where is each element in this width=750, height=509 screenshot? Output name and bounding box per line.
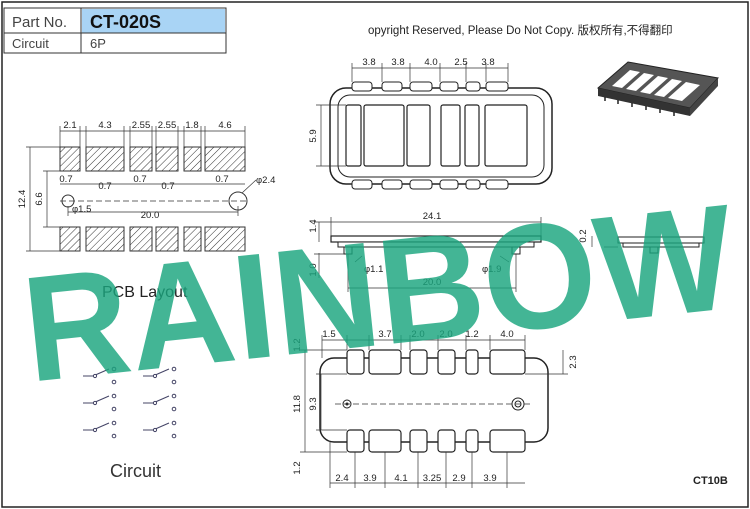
pcb-hole-left-dim: φ1.5: [72, 204, 91, 215]
top-view-dim: 4.0: [424, 57, 437, 68]
pcb-pad: [204, 226, 246, 252]
bottom-view-top-dim: 2.0: [411, 329, 424, 340]
pcb-pad: [183, 226, 202, 252]
side-view-thickness-dim: 0.2: [578, 229, 589, 242]
side-view-span-dim: 20.0: [423, 277, 442, 288]
top-view-dim: 3.8: [391, 57, 404, 68]
bottom-view-bottom-dim: 3.9: [363, 473, 376, 484]
side-view: 24.1 20.0 1.4 1.0 φ1.1 φ1.9 0.2: [308, 211, 705, 292]
top-view-dim: 3.8: [481, 57, 494, 68]
pcb-layout-view: 2.1 4.3 2.55 2.55 1.8 4.6 0.7 0.7 0.7 0.…: [17, 120, 275, 301]
side-view-height-dim: 1.4: [308, 219, 319, 232]
part-no-highlight: [82, 9, 225, 33]
bottom-view-left-total-dim: 11.8: [292, 395, 303, 413]
bottom-view-bottom-dim: 2.9: [452, 473, 465, 484]
bottom-view-bottom-dim: 3.25: [423, 473, 442, 484]
pcb-top-dim: 2.55: [132, 120, 151, 131]
top-view-dim: 2.5: [454, 57, 467, 68]
pcb-gap-dim: 0.7: [98, 181, 111, 192]
pcb-pad: [129, 226, 153, 252]
pcb-pad: [85, 226, 125, 252]
pcb-gap-dim: 0.7: [59, 174, 72, 185]
pcb-height-total-dim: 12.4: [17, 190, 28, 209]
component-3d-thumbnail: [596, 61, 719, 116]
bottom-view-left-bottom-dim: 1.2: [292, 461, 303, 474]
switch-symbol: [143, 393, 177, 412]
bottom-view-left-inner-dim: 9.3: [308, 397, 319, 410]
bottom-view-right-dim: 2.3: [568, 355, 579, 368]
pcb-gap-dim: 0.7: [133, 174, 146, 185]
pcb-height-inner-dim: 6.6: [34, 192, 45, 205]
circuit-diagram: [83, 366, 177, 439]
pcb-top-dim: 4.3: [98, 120, 111, 131]
side-view-hole-left-dim: φ1.1: [364, 264, 383, 275]
bottom-view-bottom-dim: 2.4: [335, 473, 348, 484]
bottom-view-top-dim: 1.5: [322, 329, 335, 340]
pcb-pad: [204, 146, 246, 172]
bottom-view-bottom-dim: 4.1: [394, 473, 407, 484]
side-view-hole-right-dim: φ1.9: [482, 264, 501, 275]
pcb-layout-title: PCB Layout: [102, 284, 188, 301]
bottom-view: 1.5 3.7 2.0 2.0 1.2 4.0 2.4 3.9 4.1 3.25…: [292, 329, 579, 488]
pcb-pad: [59, 146, 81, 172]
pcb-pad: [155, 226, 179, 252]
switch-symbol: [143, 420, 177, 439]
pcb-pad: [155, 146, 179, 172]
bottom-view-top-dim: 3.7: [378, 329, 391, 340]
pcb-top-dim: 2.1: [63, 120, 76, 131]
switch-symbol: [83, 393, 117, 412]
pcb-top-dim: 1.8: [185, 120, 198, 131]
top-view-dim: 3.8: [362, 57, 375, 68]
bottom-view-bottom-dim: 3.9: [483, 473, 496, 484]
pcb-gap-dim: 0.7: [161, 181, 174, 192]
pcb-gap-dim: 0.7: [215, 174, 228, 185]
bottom-view-top-dim: 1.2: [465, 329, 478, 340]
pcb-pad: [59, 226, 81, 252]
circuit-title: Circuit: [110, 461, 161, 481]
title-block: Part No. CT-020S Circuit 6P: [3, 7, 227, 54]
part-no-value: CT-020S: [90, 12, 161, 32]
switch-symbol: [83, 420, 117, 439]
top-view: 3.8 3.8 4.0 2.5 3.8 5.9: [308, 57, 553, 190]
drawing-code: CT10B: [693, 475, 728, 487]
pcb-top-dim: 2.55: [158, 120, 177, 131]
pcb-pad: [183, 146, 202, 172]
top-view-height-dim: 5.9: [308, 129, 319, 142]
side-view-length-dim: 24.1: [423, 211, 442, 222]
pcb-top-dim: 4.6: [218, 120, 231, 131]
switch-symbol: [143, 366, 177, 385]
pcb-pad: [129, 146, 153, 172]
bottom-view-left-top-dim: 1.2: [292, 338, 303, 351]
part-no-label: Part No.: [12, 14, 67, 31]
side-view-pin-dim: 1.0: [308, 263, 319, 276]
circuit-label: Circuit: [12, 36, 49, 51]
pcb-span-dim: 20.0: [141, 210, 160, 221]
bottom-view-top-dim: 4.0: [500, 329, 513, 340]
switch-symbol: [83, 366, 117, 385]
copyright-notice: opyright Reserved, Please Do Not Copy. 版…: [368, 23, 673, 37]
bottom-view-top-dim: 2.0: [439, 329, 452, 340]
pcb-pad: [85, 146, 125, 172]
pcb-hole-right-dim: φ2.4: [256, 175, 275, 186]
circuit-value: 6P: [90, 36, 106, 51]
